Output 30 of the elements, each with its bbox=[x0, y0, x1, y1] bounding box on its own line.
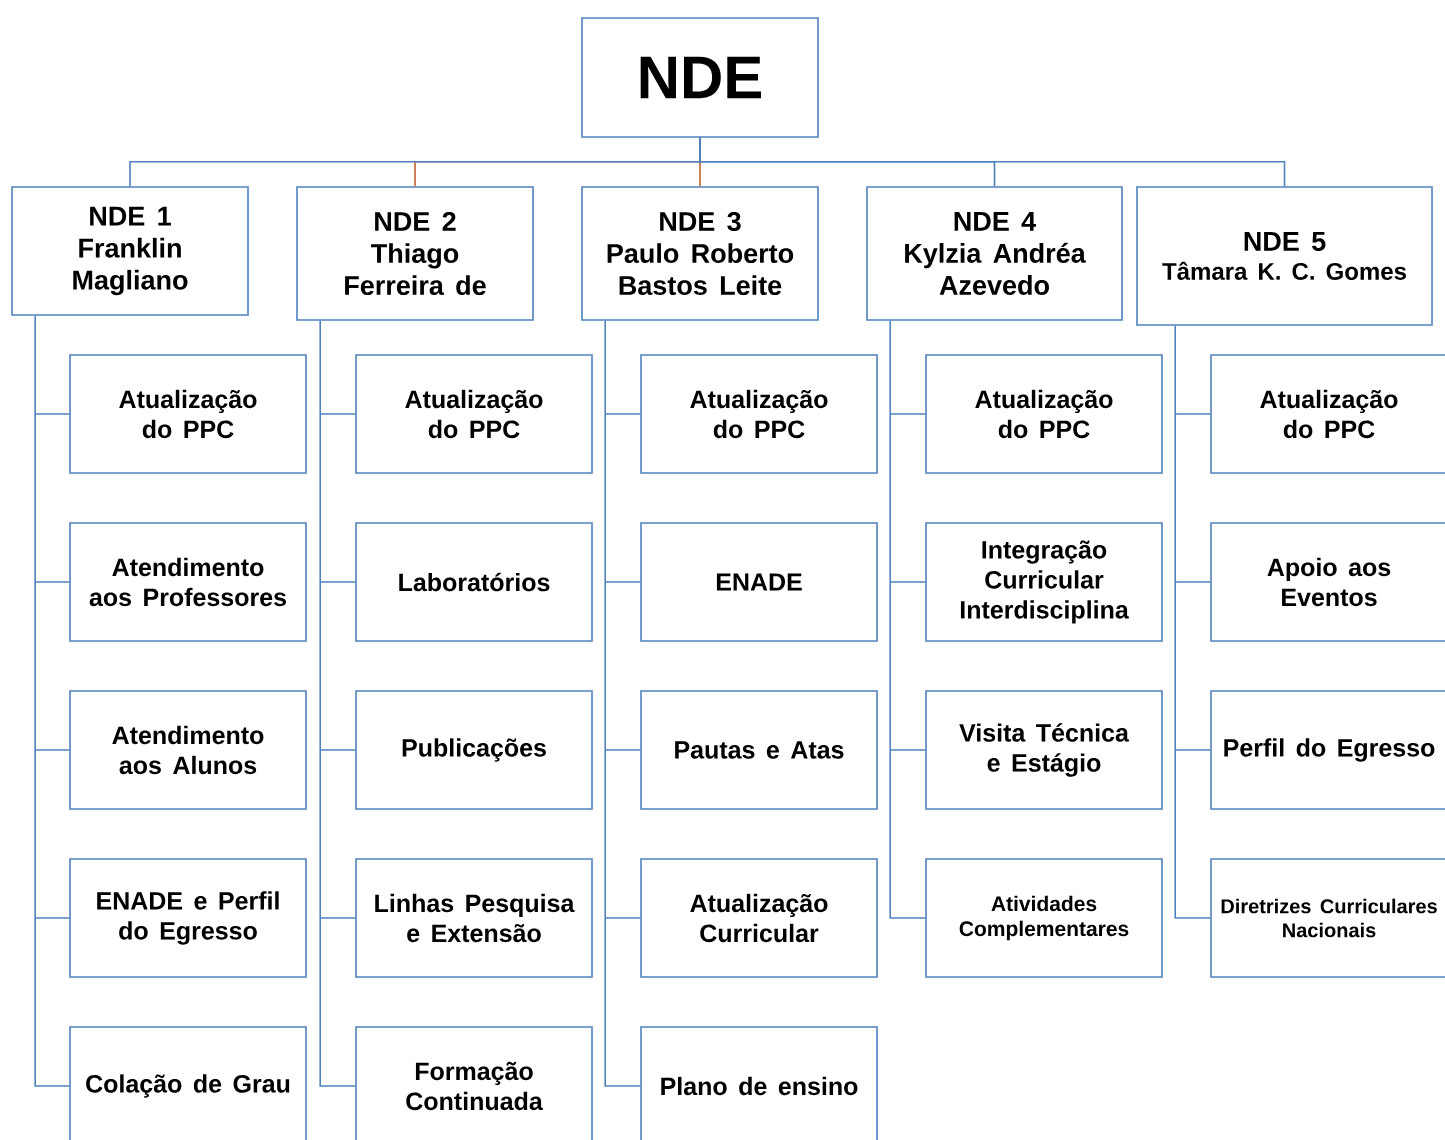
team-box: NDE 3 Paulo Roberto Bastos Leite bbox=[581, 186, 819, 321]
task-box: Publicações bbox=[355, 690, 593, 810]
task-box: Colação de Grau bbox=[69, 1026, 307, 1140]
task-box: Pautas e Atas bbox=[640, 690, 878, 810]
task-box: Atualização do PPC bbox=[1210, 354, 1445, 474]
title-box: NDE bbox=[581, 17, 819, 138]
team-box: NDE 4 Kylzia Andréa Azevedo bbox=[866, 186, 1123, 321]
task-box: Visita Técnica e Estágio bbox=[925, 690, 1163, 810]
task-box: Atendimento aos Alunos bbox=[69, 690, 307, 810]
task-box: Linhas Pesquisa e Extensão bbox=[355, 858, 593, 978]
task-box: Atividades Complementares bbox=[925, 858, 1163, 978]
task-box: ENADE e Perfil do Egresso bbox=[69, 858, 307, 978]
team-box: NDE 5 Tâmara K. C. Gomes bbox=[1136, 186, 1433, 326]
task-box: Integração Curricular Interdisciplina bbox=[925, 522, 1163, 642]
team-box: NDE 1 Franklin Magliano bbox=[11, 186, 249, 316]
task-box: Formação Continuada bbox=[355, 1026, 593, 1140]
task-box: Atualização do PPC bbox=[355, 354, 593, 474]
task-box: Atualização do PPC bbox=[925, 354, 1163, 474]
task-box: Perfil do Egresso bbox=[1210, 690, 1445, 810]
task-box: Atualização do PPC bbox=[640, 354, 878, 474]
task-box: Plano de ensino bbox=[640, 1026, 878, 1140]
connector-line bbox=[699, 137, 1286, 187]
task-box: Diretrizes Curriculares Nacionais bbox=[1210, 858, 1445, 978]
team-box: NDE 2 Thiago Ferreira de bbox=[296, 186, 534, 321]
task-box: Atendimento aos Professores bbox=[69, 522, 307, 642]
task-box: Apoio aos Eventos bbox=[1210, 522, 1445, 642]
task-box: Atualização do PPC bbox=[69, 354, 307, 474]
task-box: Laboratórios bbox=[355, 522, 593, 642]
task-box: ENADE bbox=[640, 522, 878, 642]
task-box: Atualização Curricular bbox=[640, 858, 878, 978]
